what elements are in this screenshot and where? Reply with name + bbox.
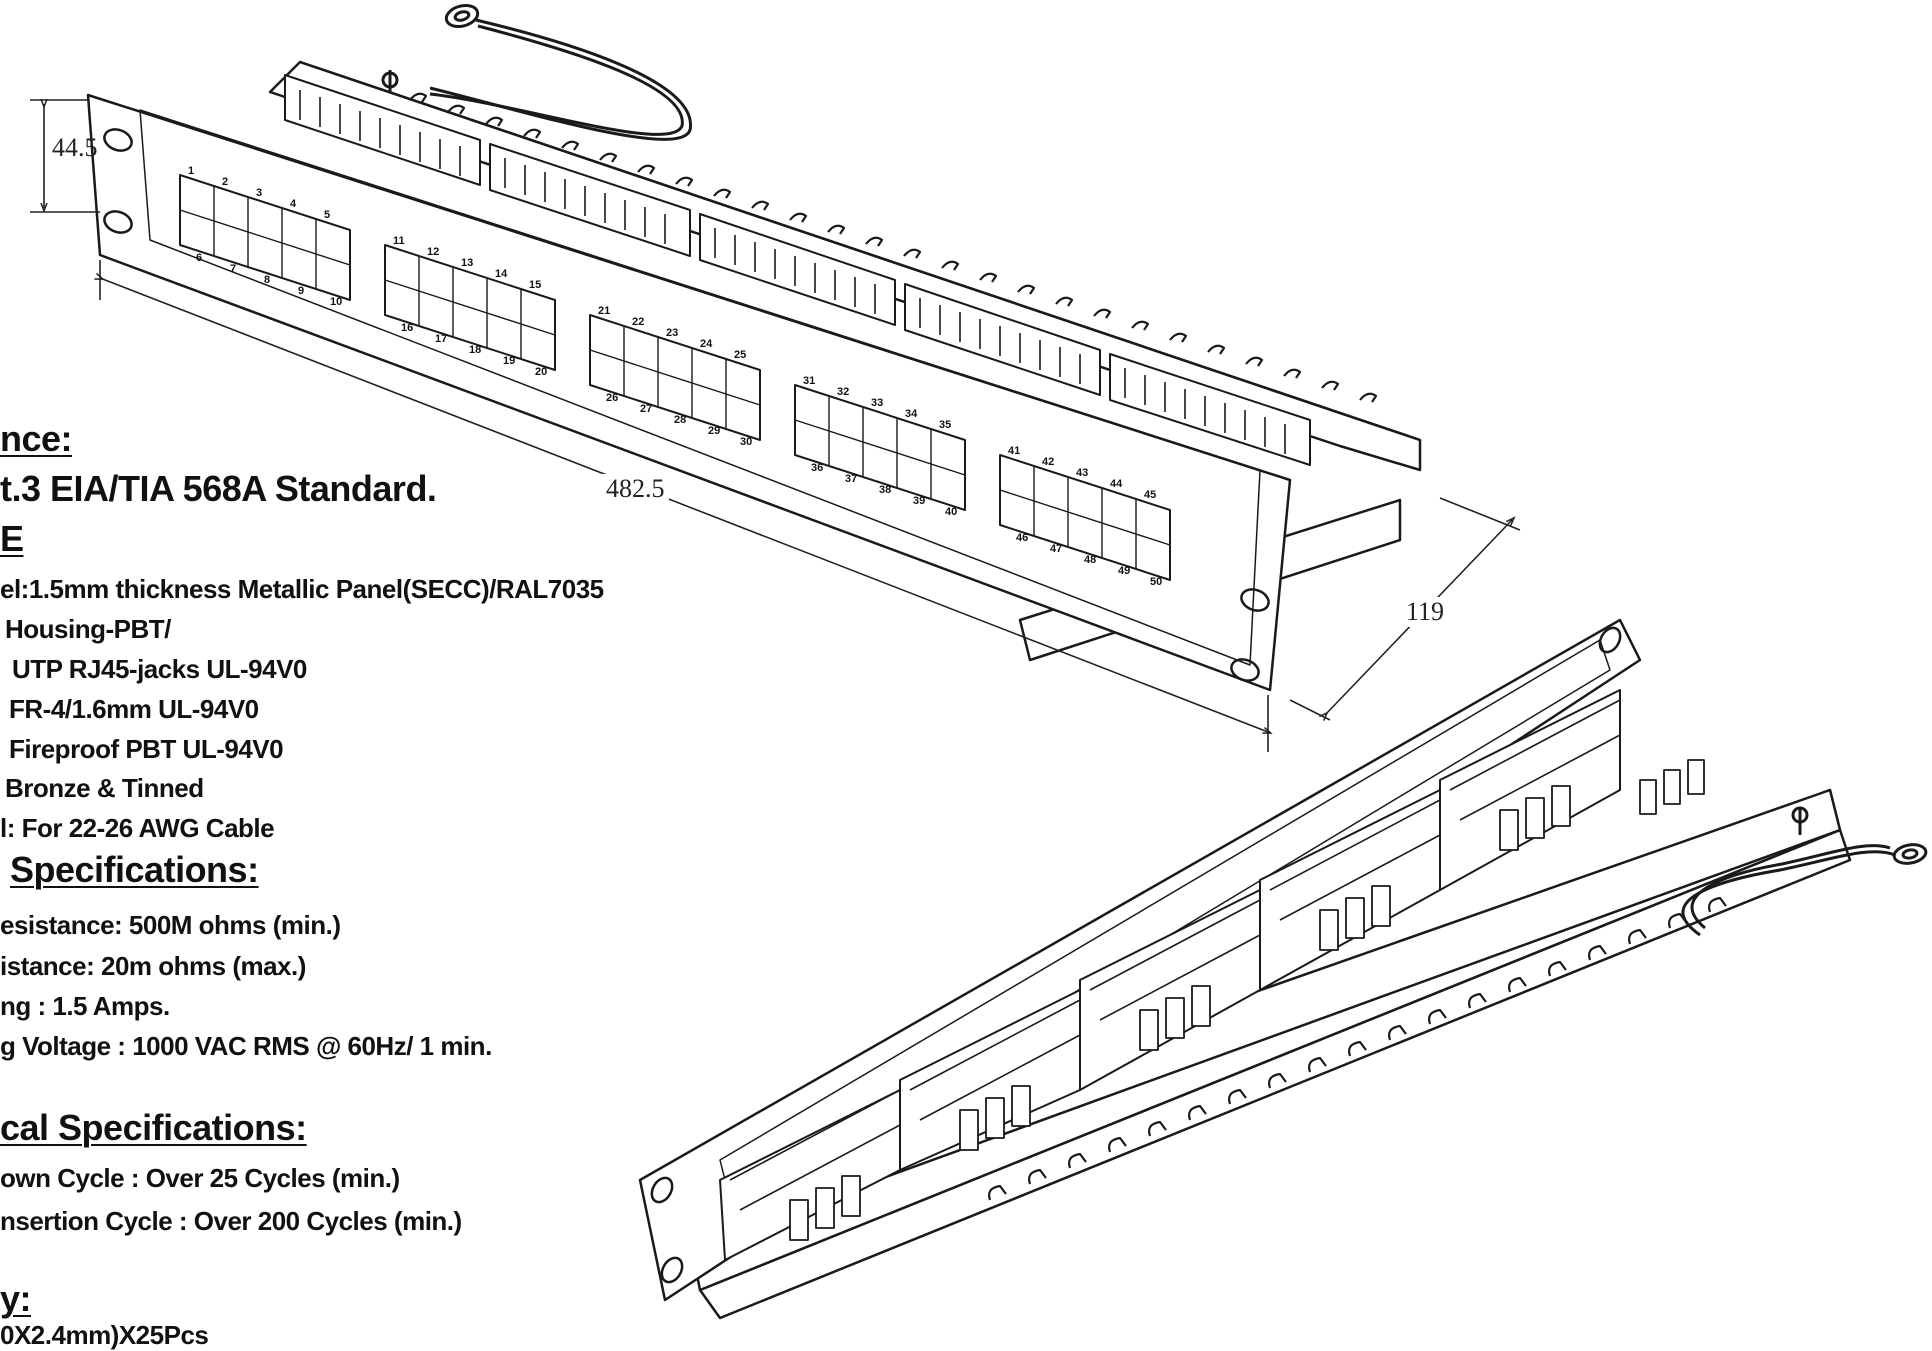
port-label: 7 (230, 263, 236, 275)
material-line: FR-4/1.6mm UL-94V0 (9, 694, 259, 724)
port-label: 22 (632, 316, 644, 328)
port-label: 37 (845, 473, 857, 485)
port-label: 41 (1008, 445, 1020, 457)
port-label: 43 (1076, 467, 1088, 479)
port-label: 28 (674, 414, 686, 426)
port-label: 26 (606, 392, 618, 404)
compliance-heading: nce: (0, 418, 73, 459)
packing-heading: y: (0, 1278, 32, 1319)
port-label: 29 (708, 425, 720, 437)
port-label: 3 (256, 187, 262, 199)
bottom-mounting-holes (650, 626, 1622, 1284)
bottom-tray-hooks (988, 896, 1727, 1201)
port-label: 21 (598, 305, 610, 317)
port-label: 44 (1110, 478, 1123, 490)
electrical-line: g Voltage : 1000 VAC RMS @ 60Hz/ 1 min. (0, 1031, 492, 1061)
material-line: Bronze & Tinned (5, 773, 204, 803)
port-label: 45 (1144, 489, 1156, 501)
bottom-ground-wire (1681, 806, 1928, 937)
port-label: 31 (803, 375, 815, 387)
port-label: 25 (734, 349, 746, 361)
dimension-height: 44.5 (52, 133, 98, 162)
material-line: el:1.5mm thickness Metallic Panel(SECC)/… (0, 574, 604, 604)
dimension-width: 482.5 (602, 474, 669, 504)
port-label: 5 (324, 209, 330, 221)
port-label: 1 (188, 165, 194, 177)
port-label: 17 (435, 333, 447, 345)
mechanical-heading: cal Specifications: (0, 1107, 307, 1148)
electrical-line: istance: 20m ohms (max.) (0, 951, 306, 981)
electrical-heading: Specifications: (10, 849, 259, 890)
port-label: 23 (666, 327, 678, 339)
material-line: UTP RJ45-jacks UL-94V0 (12, 654, 307, 684)
port-label: 50 (1150, 576, 1162, 588)
port-label: 13 (461, 257, 473, 269)
compliance-standard: t.3 EIA/TIA 568A Standard. (0, 468, 437, 509)
bottom-panel-view (638, 618, 1928, 1320)
port-label: 39 (913, 495, 925, 507)
port-label: 18 (469, 344, 481, 356)
port-label: 38 (879, 484, 891, 496)
port-label: 34 (905, 408, 918, 420)
port-label: 24 (700, 338, 713, 350)
material-line: Housing-PBT/ (5, 614, 171, 644)
port-label: 30 (740, 436, 752, 448)
port-label: 27 (640, 403, 652, 415)
port-label: 11 (393, 235, 405, 247)
port-label: 42 (1042, 456, 1054, 468)
packing-line: 0X2.4mm)X25Pcs (0, 1320, 209, 1350)
bottom-rear-modules (719, 689, 1705, 1261)
port-label: 32 (837, 386, 849, 398)
port-label: 6 (196, 252, 202, 264)
port-label: 8 (264, 274, 270, 286)
material-line: l: For 22-26 AWG Cable (0, 813, 275, 843)
port-label: 19 (503, 355, 515, 367)
port-label: 40 (945, 506, 957, 518)
port-label: 2 (222, 176, 228, 188)
dimension-depth: 119 (1404, 597, 1447, 627)
port-label: 20 (535, 366, 547, 378)
material-line: Fireproof PBT UL-94V0 (9, 734, 284, 764)
port-label: 4 (290, 198, 297, 210)
port-label: 46 (1016, 532, 1028, 544)
electrical-line: ng : 1.5 Amps. (0, 991, 170, 1021)
port-label: 36 (811, 462, 823, 474)
port-label: 35 (939, 419, 951, 431)
port-label: 48 (1084, 554, 1096, 566)
port-label: 16 (401, 322, 413, 334)
port-label: 47 (1050, 543, 1062, 555)
port-label: 15 (529, 279, 541, 291)
mechanical-line: nsertion Cycle : Over 200 Cycles (min.) (0, 1206, 462, 1236)
electrical-line: esistance: 500M ohms (min.) (0, 910, 341, 940)
port-label: 49 (1118, 565, 1130, 577)
mechanical-line: own Cycle : Over 25 Cycles (min.) (0, 1163, 400, 1193)
material-heading: E (0, 518, 24, 559)
port-label: 10 (330, 296, 342, 308)
port-label: 12 (427, 246, 439, 258)
port-label: 33 (871, 397, 883, 409)
port-label: 9 (298, 285, 304, 297)
port-label: 14 (495, 268, 508, 280)
